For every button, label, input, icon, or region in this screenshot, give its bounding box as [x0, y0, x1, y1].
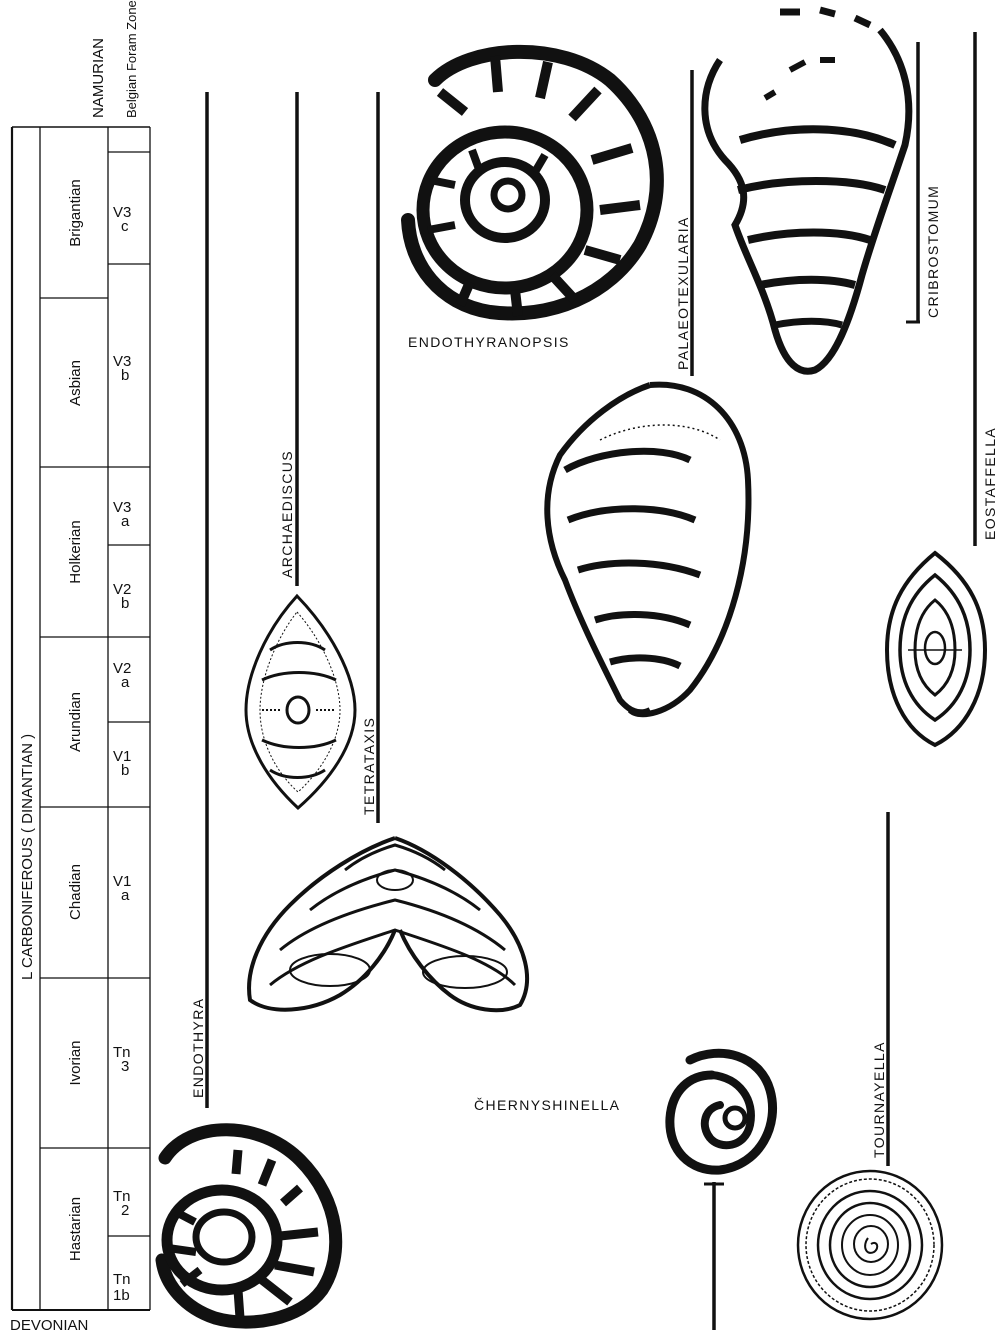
zones-header: Belgian Foram Zones: [124, 0, 139, 118]
taxon-label-tetrataxis: TETRATAXIS: [361, 717, 377, 815]
taxon-label-endothyranopsis: ENDOTHYRANOPSIS: [408, 334, 570, 350]
taxon-label-chernyshinella: ČHERNYSHINELLA: [474, 1097, 620, 1113]
zone-sub: a: [121, 513, 130, 530]
palaeotexularia-illustration: [547, 385, 748, 715]
endothyra-illustration: [162, 1130, 336, 1322]
taxon-label-endothyra: ENDOTHYRA: [190, 998, 206, 1099]
stage-label: Ivorian: [67, 1040, 84, 1085]
zone-sub: b: [121, 367, 129, 384]
zone-main: Tn: [113, 1271, 131, 1288]
taxon-label-cribrostomum: CRIBROSTOMUM: [925, 185, 941, 318]
zone-sub: 3: [121, 1058, 129, 1075]
stage-label: Chadian: [67, 864, 84, 920]
endothyranopsis-illustration: [408, 52, 657, 316]
taxon-label-tournayella: TOURNAYELLA: [871, 1041, 887, 1158]
stage-label: Asbian: [67, 360, 84, 406]
zone-sub: 2: [121, 1202, 129, 1219]
system-label: L CARBONIFEROUS ( DINANTIAN ): [19, 734, 36, 980]
stage-label: Holkerian: [67, 520, 84, 583]
zone-sub: b: [121, 762, 129, 779]
taxon-label-eostaffella: EOSTAFFELLA: [982, 427, 998, 540]
namurian-label: NAMURIAN: [90, 38, 107, 118]
stage-label: Hastarian: [67, 1197, 84, 1261]
archaediscus-illustration: [246, 596, 355, 808]
stage-labels: Brigantian Asbian Holkerian Arundian Cha…: [67, 179, 84, 1261]
devonian-label: DEVONIAN: [10, 1317, 88, 1334]
eostaffella-illustration: [887, 553, 985, 745]
zone-sub: a: [121, 887, 130, 904]
zone-sub: 1b: [113, 1287, 130, 1304]
tetrataxis-illustration: [249, 838, 527, 1010]
stage-label: Brigantian: [67, 179, 84, 247]
zone-sub: c: [121, 218, 129, 235]
chernyshinella-illustration: [670, 1053, 773, 1170]
tournayella-illustration: [798, 1171, 942, 1319]
zone-labels: V3 c V3 b V3 a V2 b V2 a V1 b V1 a Tn 3 …: [113, 204, 131, 1304]
taxon-label-palaeotexularia: PALAEOTEXULARIA: [675, 216, 691, 370]
taxon-labels: ENDOTHYRA ARCHAEDISCUS TETRATAXIS ENDOTH…: [190, 185, 998, 1158]
stage-label: Arundian: [67, 692, 84, 752]
cribrostomum-illustration: [705, 10, 909, 371]
zone-sub: b: [121, 595, 129, 612]
taxon-label-archaediscus: ARCHAEDISCUS: [279, 450, 295, 578]
zone-sub: a: [121, 674, 130, 691]
